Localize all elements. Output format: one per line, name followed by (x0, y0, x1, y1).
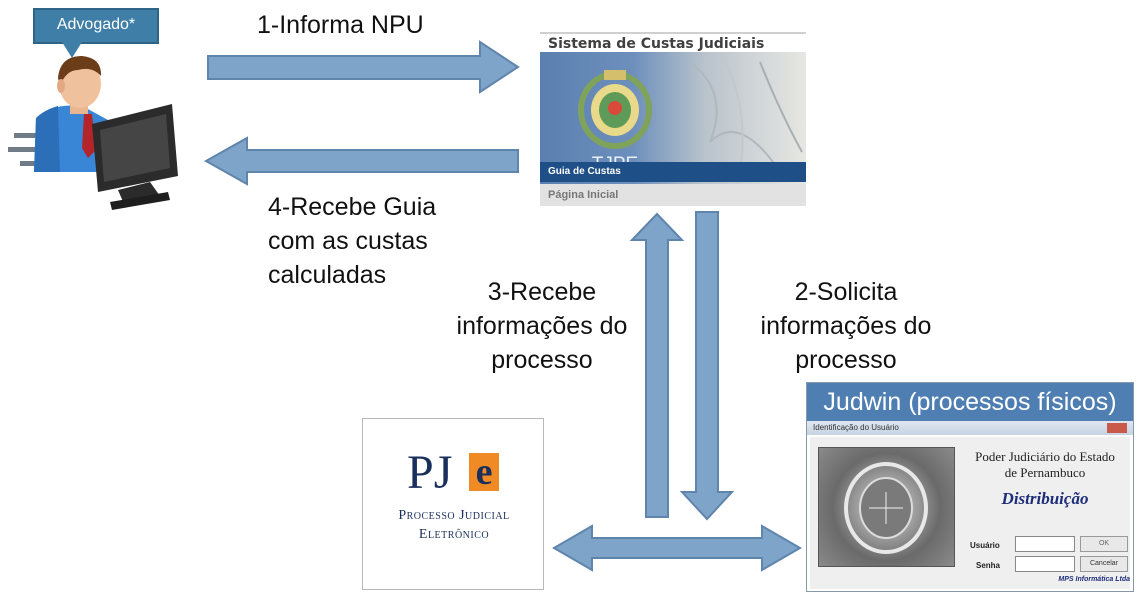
advogado-callout: Advogado* (33, 8, 159, 44)
seal-graphic (844, 462, 928, 554)
password-field[interactable] (1015, 556, 1075, 572)
step2-label: 2-Solicita informações do processo (736, 275, 956, 377)
step2-line2: informações do (760, 312, 932, 340)
tjpe-emblem-icon (578, 52, 803, 173)
arrow-step2-down (679, 211, 735, 521)
arrow-step3-up (629, 212, 685, 518)
seal-icon (818, 447, 955, 567)
step2-line3: processo (795, 346, 897, 374)
arrow-step1-right (207, 40, 520, 94)
tjpe-menu-active: Guia de Custas (540, 162, 806, 182)
judwin-org-line2: de Pernambuco (1004, 465, 1086, 480)
password-label: Senha (976, 561, 1001, 570)
arrow-step4-left (203, 136, 519, 186)
step4-label: 4-Recebe Guia com as custas calculadas (268, 190, 436, 292)
lawyer-icon (8, 56, 112, 172)
judwin-titlebar: Identificação do Usuário (807, 421, 1133, 435)
step4-line2: com as custas (268, 227, 428, 255)
tjpe-menu-home: Página Inicial (540, 184, 806, 206)
step3-line1: 3-Recebe (487, 278, 597, 306)
step3-line2: informações do (456, 312, 628, 340)
pje-logo-box: PJ e Processo Judicial Eletrônico (362, 418, 544, 590)
tjpe-system-title: Sistema de Custas Judiciais (540, 32, 806, 52)
monitor-icon (92, 104, 178, 210)
pje-line2: Eletrônico (418, 527, 490, 542)
judwin-footer: MPS Informática Ltda (1058, 576, 1130, 583)
arrow-pje-judwin (552, 524, 802, 572)
tjpe-system-panel: Sistema de Custas Judiciais TJPE Guia de… (540, 32, 806, 206)
callout-tail (62, 42, 82, 58)
pje-logo-e: e (469, 453, 499, 491)
judwin-window: Judwin (processos físicos) Identificação… (806, 382, 1134, 592)
judwin-org-line1: Poder Judiciário do Estado (975, 449, 1115, 464)
step3-line3: processo (491, 346, 593, 374)
ok-button[interactable]: OK (1080, 536, 1128, 552)
step1-label: 1-Informa NPU (257, 11, 424, 39)
step4-line3: calculadas (268, 261, 387, 289)
step3-label: 3-Recebe informações do processo (432, 275, 652, 377)
user-label: Usuário (970, 541, 1000, 550)
user-field[interactable] (1015, 536, 1075, 552)
step4-line1: 4-Recebe Guia (268, 193, 437, 221)
close-icon[interactable] (1107, 423, 1127, 433)
cancel-button[interactable]: Cancelar (1080, 556, 1128, 572)
judwin-module-title: Distribuição (1001, 489, 1089, 508)
judwin-body: Poder Judiciário do Estado de Pernambuco… (810, 437, 1130, 589)
step2-line1: 2-Solicita (794, 278, 898, 306)
pje-line1: Processo Judicial (398, 508, 510, 523)
judwin-header: Judwin (processos físicos) (807, 383, 1133, 421)
pje-logo-letters: PJ (407, 446, 453, 499)
